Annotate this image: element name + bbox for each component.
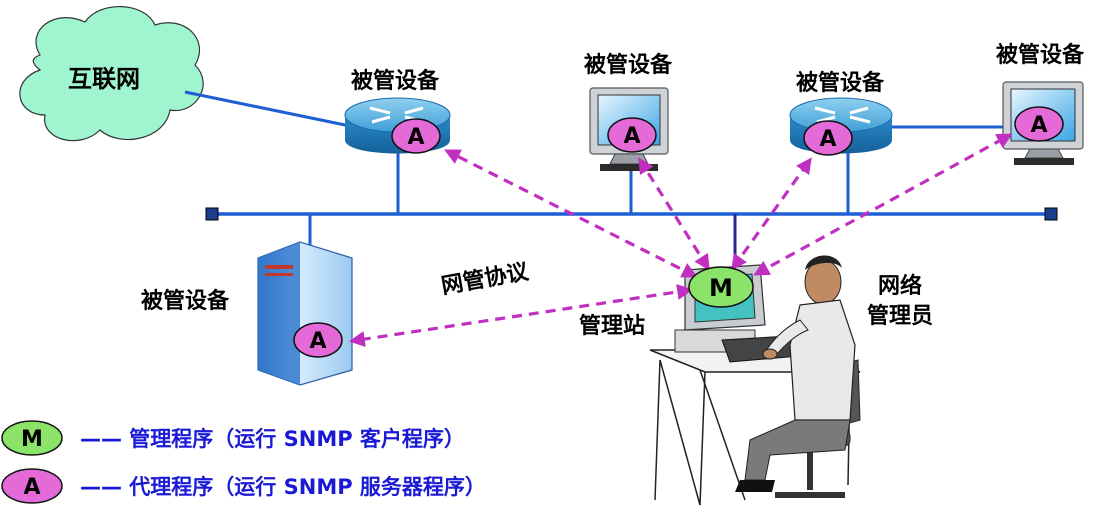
protocol-label: 网管协议 [439, 258, 531, 299]
svg-text:A: A [623, 124, 640, 149]
legend-manager-badge: M [1, 420, 63, 456]
legend-manager-text: —— 管理程序（运行 SNMP 客户程序） [80, 427, 465, 451]
agent-badge-router-1: A [391, 118, 441, 154]
managed-device-label-2: 被管设备 [584, 52, 673, 78]
snmp-arrows [348, 133, 1013, 348]
svg-text:A: A [23, 475, 40, 500]
agent-badge-monitor-2: A [1014, 106, 1064, 142]
station-label: 管理站 [579, 313, 645, 339]
arrow-to-server [348, 283, 694, 348]
legend: M —— 管理程序（运行 SNMP 客户程序） A —— 代理程序（运行 SNM… [1, 420, 486, 504]
legend-agent-text: —— 代理程序（运行 SNMP 服务器程序） [80, 475, 486, 499]
legend-agent-badge: A [1, 468, 63, 504]
arrow-to-monitor-1 [638, 157, 710, 271]
manager-badge: M [688, 266, 754, 308]
managed-device-label-4: 被管设备 [996, 42, 1085, 68]
monitor-2: 被管设备 [996, 42, 1085, 165]
monitor-1: 被管设备 [584, 52, 673, 171]
svg-text:A: A [407, 125, 424, 150]
agent-badge-server: A [293, 322, 343, 358]
internet-label: 互联网 [68, 65, 140, 93]
managed-device-label-1: 被管设备 [351, 68, 440, 94]
management-station: 管理站 网络 管理员 [579, 255, 933, 506]
arrow-to-router-1 [444, 149, 698, 278]
server: 被管设备 [141, 241, 353, 386]
svg-text:A: A [309, 329, 326, 354]
internet-cloud: 互联网 [19, 6, 204, 142]
admin-label-line2: 管理员 [867, 303, 933, 329]
svg-text:A: A [819, 127, 836, 152]
managed-device-label-5: 被管设备 [141, 288, 230, 314]
svg-text:M: M [709, 274, 733, 302]
agent-badge-monitor-1: A [607, 117, 657, 153]
managed-device-label-3: 被管设备 [796, 70, 885, 96]
agent-badge-router-2: A [803, 120, 853, 156]
router-arrows-icon [814, 106, 871, 124]
svg-text:A: A [1030, 113, 1047, 138]
arrow-to-monitor-2 [753, 133, 1013, 276]
internet-link [184, 90, 351, 128]
svg-text:M: M [21, 427, 43, 452]
admin-label-line1: 网络 [878, 273, 922, 299]
